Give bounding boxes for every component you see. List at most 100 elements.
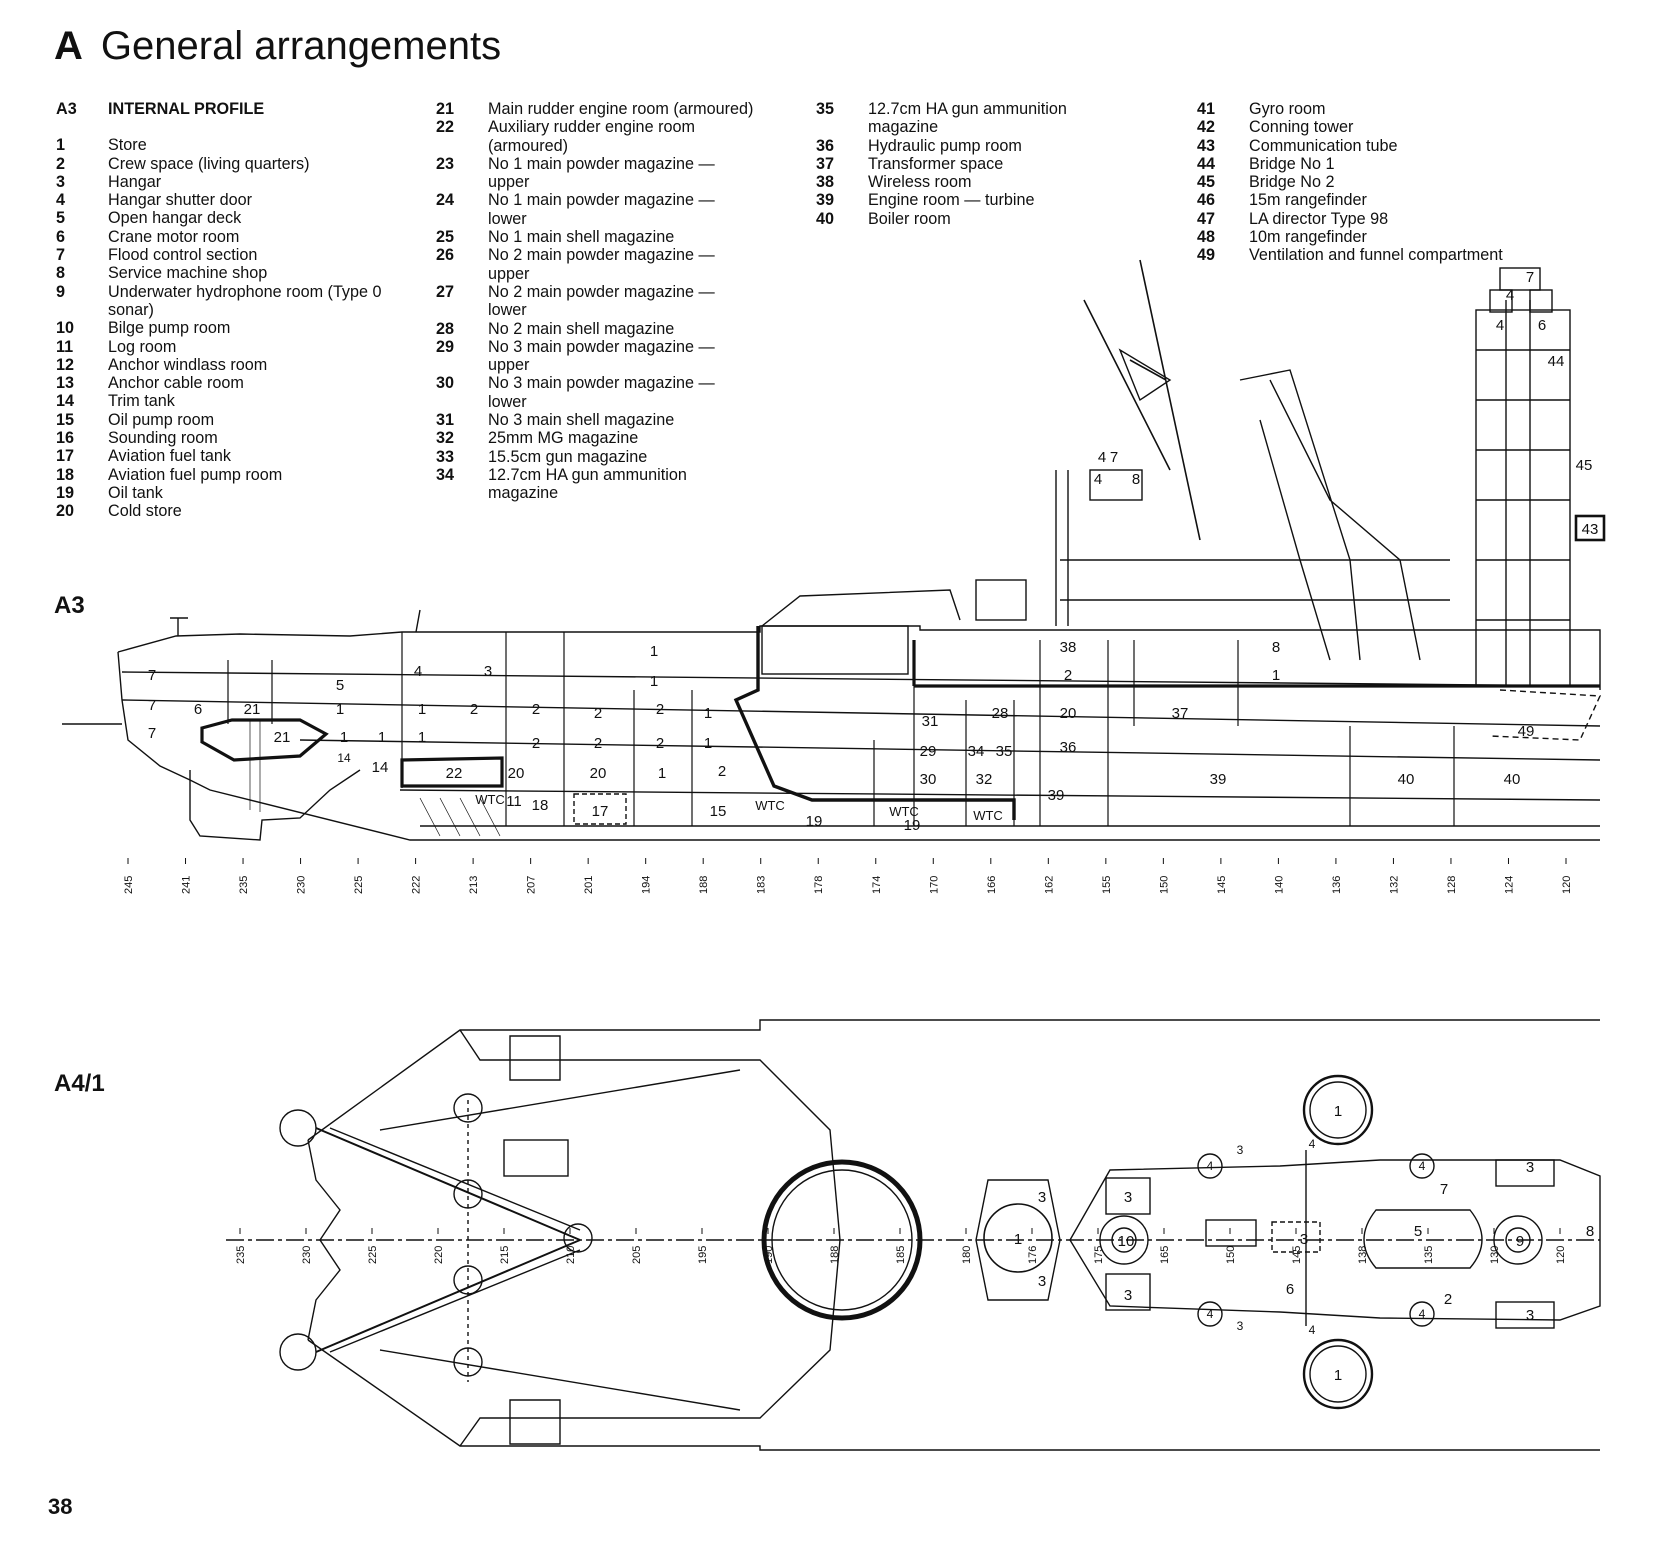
legend-item: 42 Conning tower [1197,118,1557,136]
legend-item-number: 6 [56,227,66,246]
frame-number: 205 [631,1246,643,1264]
stern-skeg [189,769,361,841]
frame-number: 180 [961,1246,973,1264]
frame-number: 230 [301,1246,313,1264]
profile-label: 29 [920,743,937,760]
compartment-3b [1105,1273,1151,1311]
legend-item-number: 22 [436,118,455,137]
roller-starboard [279,1333,317,1371]
profile-label: 2 [470,701,478,718]
legend-item-text: Underwater hydrophone room (Type 0 sonar… [108,282,382,319]
dashed-compartment [1271,1221,1321,1253]
frame-number: 183 [756,876,768,894]
plan-label: 6 [1286,1281,1294,1298]
superstructure-decks [1060,559,1450,601]
legend-item-number: 17 [56,447,75,466]
bridge-tower [1475,267,1606,687]
frame-number: 120 [1561,876,1573,894]
profile-label: 5 [336,677,344,694]
plan-label: 10 [1118,1233,1135,1250]
mast-foot-aft-inner [1505,1227,1531,1253]
profile-label: 1 [658,765,666,782]
profile-label: 7 [1526,269,1534,286]
profile-label: 2 [594,705,602,722]
legend-item-number: 42 [1197,118,1216,137]
legend-item-text: No 3 main shell magazine [488,411,675,430]
legend-item-number: 32 [436,429,455,448]
main-rudder-room-armour [200,718,329,762]
legend-item-number: 49 [1197,246,1216,265]
legend-item-number: 33 [436,447,455,466]
track-pivot-4 [453,1347,483,1377]
mast-foot-fwd [1099,1215,1149,1265]
profile-label: WTC [475,792,505,807]
legend-item-text: Open hangar deck [108,209,242,228]
mast-foot-aft [1493,1215,1543,1265]
plan-label: 1 [1014,1231,1022,1248]
legend-item-number: 46 [1197,191,1216,210]
legend-item-number: 24 [436,191,455,210]
compartment-3c [1495,1159,1555,1187]
frame-number: 145 [1216,876,1228,894]
legend-item-number: 36 [816,136,835,155]
profile-label: 1 [650,643,658,660]
frame-number: 176 [1027,1246,1039,1264]
boat-1-port-inner [1309,1081,1367,1139]
deck-line-1 [121,671,1601,687]
frame-number: 138 [1357,1246,1369,1264]
mast-tower-fwd [1055,470,1069,626]
legend-item-number: 38 [816,173,835,192]
hatch [503,1139,569,1177]
legend-item-text: Store [108,136,147,155]
profile-label: 49 [1518,723,1535,740]
legend-item-text: Ventilation and funnel compartment [1249,246,1503,265]
frame-number: 201 [583,876,595,894]
legend-item-number: 48 [1197,228,1216,247]
plan-label: 3 [1124,1189,1132,1206]
legend-item-text: No 3 main powder magazine — lower [488,374,715,411]
stern-capstan [170,617,188,636]
frame-number: 178 [813,876,825,894]
frame-number: 150 [1158,876,1170,894]
legend-item-text: Conning tower [1249,118,1354,137]
plan-label: 7 [1440,1181,1448,1198]
frame-number: 190 [763,1246,775,1264]
frame-number: 128 [1446,876,1458,894]
plan-linework [226,1019,1601,1451]
ventilation-compartment [1489,689,1602,741]
frame-number: 241 [181,876,193,894]
legend-item-text: Log room [108,337,177,356]
mast-yard [1118,348,1172,402]
boat-1-starboard [1302,1338,1374,1410]
frame-number: 245 [123,876,135,894]
hull-bottom [117,651,1600,841]
legend-item-number: 41 [1197,100,1216,118]
profile-label: 8 [1272,639,1280,656]
profile-label: 45 [1576,457,1593,474]
legend-item-number: 2 [56,154,66,173]
mg-mount-4 [1409,1301,1435,1327]
frame-number: 120 [1555,1246,1567,1264]
legend-item-number: 21 [436,100,455,118]
plan-label: 4 [1419,1307,1426,1321]
profile-label: 7 [148,725,156,742]
legend-item-text: Hangar [108,172,162,191]
legend-item-text: 12.7cm HA gun ammunition magazine [488,465,687,503]
legend-item-text: No 2 main shell magazine [488,319,675,338]
